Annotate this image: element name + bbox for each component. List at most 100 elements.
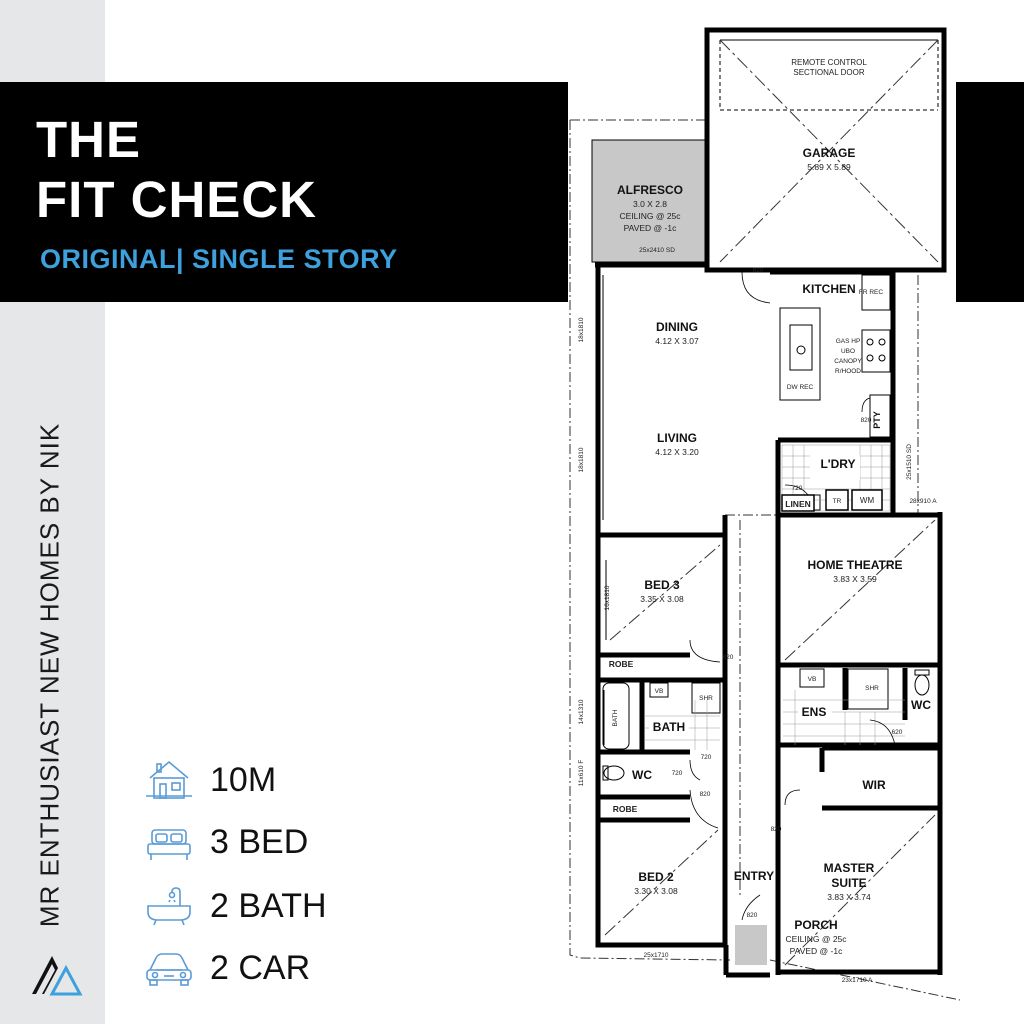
ubo-label: UBO — [841, 348, 855, 355]
bed2-diagonals — [604, 829, 719, 936]
linen-label: LINEN — [785, 499, 811, 509]
spec-beds-label: 3 BED — [210, 822, 309, 861]
bath-shower-label: SHR — [699, 695, 713, 702]
wc-fixtures — [602, 765, 625, 781]
washing-machine-label: WM — [860, 496, 875, 505]
canopy-label: CANOPY — [834, 358, 862, 365]
porch-ceiling: CEILING @ 25c — [785, 934, 847, 944]
alfresco-dims: 3.0 X 2.8 — [633, 199, 667, 209]
dining-dims: 4.12 X 3.07 — [655, 336, 699, 346]
ens-vanity-label: VB — [808, 676, 817, 683]
floor-plan: REMOTE CONTROL SECTIONAL DOOR GARAGE 5.8… — [569, 27, 961, 1001]
door-label-bath: 720 — [701, 754, 712, 761]
ens-shower-label: SHR — [865, 685, 879, 692]
bed3-dims: 3.35 X 3.08 — [640, 594, 684, 604]
gas-hp-label: GAS HP — [836, 338, 861, 345]
bed-icon — [147, 829, 191, 860]
garage-diagonals — [719, 39, 939, 263]
robe3-label: ROBE — [609, 659, 634, 669]
alfresco-paved: PAVED @ -1c — [624, 223, 677, 233]
ens-label: ENS — [802, 705, 827, 719]
page-title-line2: FIT CHECK — [36, 171, 317, 228]
house-walls — [595, 262, 943, 978]
door-label-bed3: 820 — [723, 654, 734, 661]
ensuite-fixtures — [799, 668, 930, 710]
dining-label: DINING — [656, 320, 698, 334]
bed2-label: BED 2 — [638, 870, 674, 884]
master-window-label: 23x1710 A — [842, 977, 873, 984]
spec-width-label: 10M — [210, 760, 277, 799]
spec-width: 10M — [144, 758, 276, 802]
spec-cars-label: 2 CAR — [210, 948, 311, 987]
spec-beds: 3 BED — [144, 820, 308, 864]
kitchen-fixtures — [779, 274, 891, 511]
garage-door-line1: REMOTE CONTROL — [791, 58, 867, 67]
fridge-label: FR REC — [859, 289, 884, 296]
door-swings — [689, 271, 896, 921]
home-theatre-diagonals — [784, 519, 936, 661]
house-width-icon — [146, 760, 192, 799]
door-label-bed2: 820 — [700, 791, 711, 798]
wc-window-label: 11x610 F — [578, 760, 585, 787]
car-icon — [146, 953, 192, 986]
master-label-line1: MASTER — [824, 861, 875, 875]
wc-label: WC — [632, 768, 652, 782]
page-title-line1: THE — [36, 111, 141, 168]
porch-step — [735, 925, 767, 965]
brand-vertical-text: MR ENTHUSIAST NEW HOMES BY NIK — [34, 422, 65, 928]
banner-right-block — [956, 82, 1024, 302]
porch-label: PORCH — [794, 918, 837, 932]
porch-paved: PAVED @ -1c — [790, 946, 843, 956]
living-label: LIVING — [657, 431, 697, 445]
master-diagonals — [784, 814, 936, 966]
master-label-line2: SUITE — [831, 876, 866, 890]
spec-cars: 2 CAR — [144, 946, 310, 990]
windows — [602, 275, 607, 745]
bathtub-label: BATH — [612, 709, 619, 726]
entry-label: ENTRY — [734, 869, 774, 883]
spec-baths: 2 BATH — [144, 884, 327, 928]
door-label-master: 820 — [771, 826, 782, 833]
door-label-garage: 820 — [753, 267, 764, 274]
home-theatre-dims: 3.83 X 3.59 — [833, 574, 877, 584]
rhood-label: R/HOOD — [835, 368, 861, 375]
alfresco-label: ALFRESCO — [617, 183, 683, 197]
door-label-pantry: 820 — [861, 417, 872, 424]
title-banner — [0, 82, 568, 302]
laundry-window2-label: 28x910 A — [909, 498, 937, 505]
page-subtitle: ORIGINAL| SINGLE STORY — [40, 244, 398, 274]
bed2-window-label: 25x1710 — [644, 952, 669, 959]
dining-window-label: 18x1810 — [578, 317, 585, 342]
dishwasher-label: DW REC — [787, 384, 814, 391]
brand-logo-icon — [32, 956, 83, 996]
laundry-label: L'DRY — [820, 457, 855, 471]
bed2-dims: 3.30 X 3.08 — [634, 886, 678, 896]
bath-window-label: 14x1310 — [578, 699, 585, 724]
living-window-label: 18x1810 — [578, 447, 585, 472]
garage-door-line2: SECTIONAL DOOR — [793, 68, 864, 77]
door-label-wc: 720 — [672, 770, 683, 777]
living-dims: 4.12 X 3.20 — [655, 447, 699, 457]
bed3-window-label: 16x1810 — [604, 585, 611, 610]
bath-vanity-label: VB — [655, 688, 664, 695]
garage-dims: 5.89 X 5.89 — [807, 162, 851, 172]
door-label-ens-wc: 620 — [892, 729, 903, 736]
bathtub-icon — [147, 887, 191, 926]
door-label-linen: 720 — [792, 485, 803, 492]
door-label-entry: 820 — [747, 912, 758, 919]
home-theatre-label: HOME THEATRE — [807, 558, 902, 572]
alfresco-area — [591, 139, 708, 263]
trough-label: TR — [833, 498, 842, 505]
ensuite-tiles — [783, 690, 905, 745]
bed3-diagonals — [609, 544, 721, 641]
bath-label: BATH — [653, 720, 685, 734]
wir-label: WIR — [862, 778, 886, 792]
bath-fixtures — [602, 682, 721, 750]
robe2-label: ROBE — [613, 804, 638, 814]
spec-baths-label: 2 BATH — [210, 886, 327, 925]
alfresco-ceiling: CEILING @ 25c — [619, 211, 681, 221]
pantry-label: PTY — [872, 411, 882, 429]
master-dims: 3.83 X 3.74 — [827, 892, 871, 902]
ens-wc-label: WC — [911, 698, 931, 712]
alfresco-window-label: 25x2410 SD — [639, 247, 675, 254]
